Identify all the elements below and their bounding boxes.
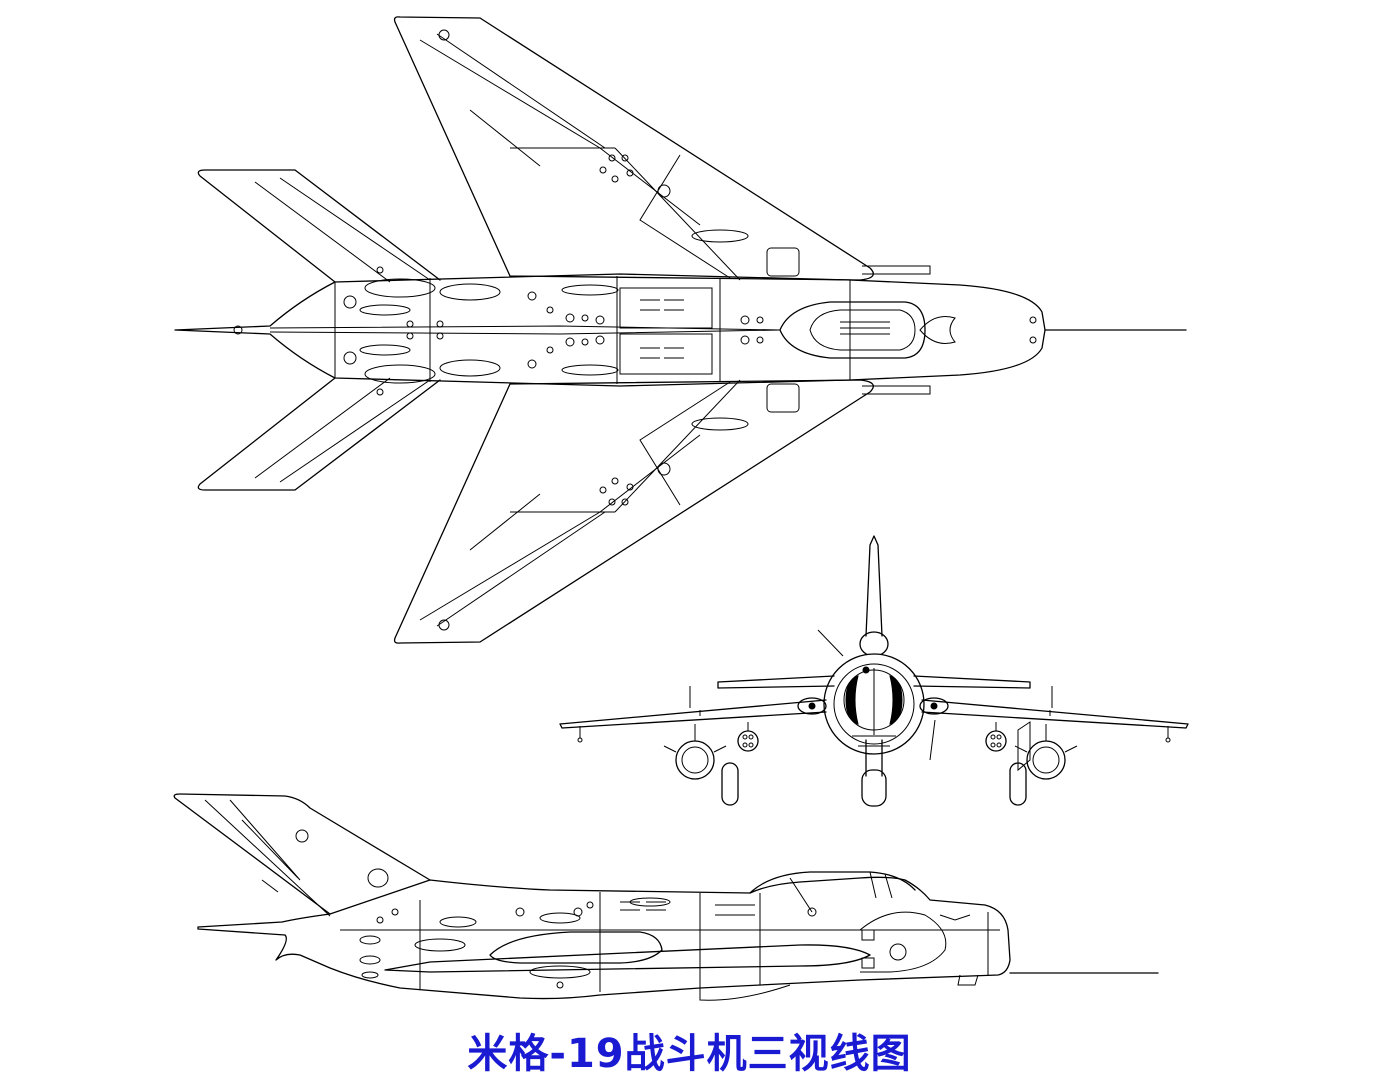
top-tailplane-upper — [198, 170, 440, 282]
front-view — [560, 536, 1188, 806]
three-view-drawing — [0, 0, 1379, 1020]
top-tailplane-lower — [198, 378, 440, 490]
side-view — [174, 794, 1158, 1000]
side-fuselage — [198, 877, 1010, 998]
top-canopy — [780, 302, 925, 358]
top-wing-lower — [395, 380, 874, 643]
side-fin — [174, 794, 430, 914]
side-droptank — [490, 932, 662, 963]
front-fin — [866, 536, 882, 636]
front-gear-left — [722, 763, 738, 805]
front-wing-left — [560, 700, 826, 728]
top-view — [175, 17, 1186, 643]
front-wing-right — [922, 700, 1188, 728]
top-wing-upper — [395, 17, 874, 280]
figure-caption: 米格-19战斗机三视线图 — [467, 1031, 912, 1077]
side-canopy — [750, 872, 915, 893]
